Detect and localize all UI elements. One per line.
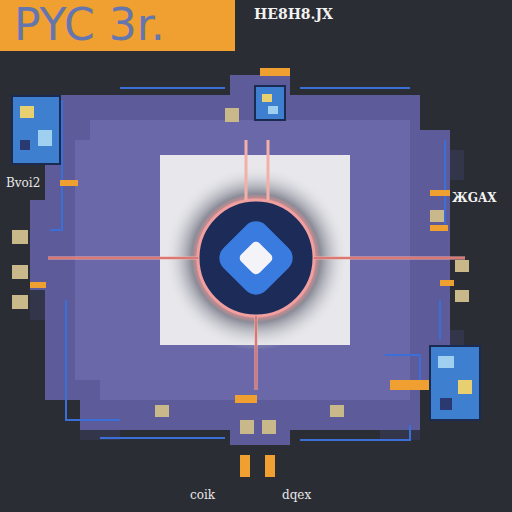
circuit-traces — [50, 88, 445, 440]
connector-stubs — [30, 68, 454, 477]
pin-label: coik — [190, 488, 215, 502]
header-code: HE8H8.JX — [254, 6, 333, 22]
title-banner: PYC 3r. — [0, 0, 235, 51]
chip-thumbnail — [430, 346, 480, 420]
core-diamond — [238, 240, 275, 277]
component-packs — [12, 108, 469, 434]
side-label: ЖGAX — [452, 191, 497, 205]
bus-lines — [48, 140, 465, 390]
side-label: Bvoi2 — [6, 176, 40, 190]
chip-thumbnail — [255, 86, 285, 120]
board-region — [30, 75, 450, 445]
chip-thumbnail — [12, 96, 60, 164]
core-circle — [198, 200, 314, 316]
board-steps — [30, 110, 464, 440]
title-text: PYC 3r. — [14, 2, 165, 48]
pin-label: dqex — [282, 488, 311, 502]
board-inner — [75, 120, 410, 400]
core-chip — [214, 216, 299, 301]
